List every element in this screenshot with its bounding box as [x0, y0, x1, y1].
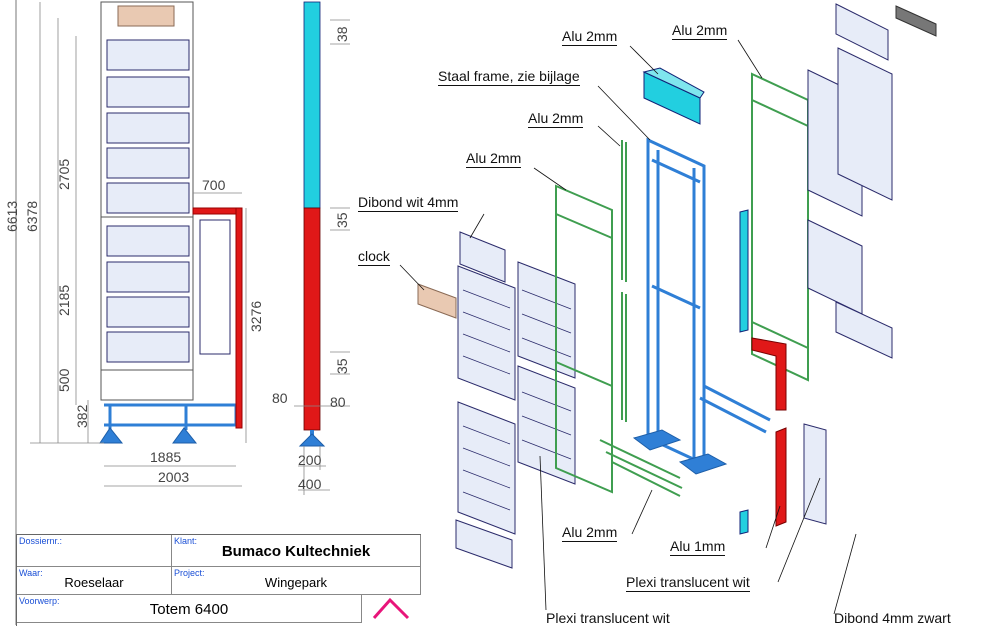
- callout-alu-2mm-top-cap: Alu 2mm: [562, 28, 618, 46]
- callout-alu-2mm-bars: Alu 2mm: [562, 524, 618, 542]
- dim-middle: 2185: [56, 284, 72, 316]
- lower-panels: [106, 225, 190, 363]
- tb-voorwerp-label: Voorwerp:: [19, 596, 60, 606]
- callout-dibond-zwart: Dibond 4mm zwart: [834, 610, 951, 626]
- upper-panels: [106, 39, 190, 214]
- dim-inner-width: 1885: [150, 449, 182, 465]
- dim-side-width: 700: [202, 177, 226, 193]
- tb-klant: Klant: Bumaco Kultechniek: [172, 535, 421, 567]
- callout-staal-frame: Staal frame, zie bijlage: [438, 68, 580, 86]
- company-logo: [372, 597, 410, 620]
- dim-upper: 2705: [56, 158, 72, 190]
- dim-base: 382: [74, 404, 90, 428]
- dim-height-2: 6378: [24, 200, 40, 232]
- clock-part: [417, 283, 457, 319]
- tb-project-label: Project:: [174, 568, 205, 578]
- front-dim-lines: [30, 2, 247, 487]
- callout-plexi-left: Plexi translucent wit: [546, 610, 670, 626]
- callout-clock: clock: [358, 248, 390, 266]
- tb-waar-value: Roeselaar: [64, 575, 124, 590]
- callout-alu-2mm-profile: Alu 2mm: [528, 110, 584, 128]
- side-frame: [192, 207, 243, 429]
- tb-voorwerp-value: Totem 6400: [149, 601, 229, 618]
- title-block: Dossiernr.: Klant: Bumaco Kultechniek Wa…: [16, 534, 421, 626]
- clock-plate: [117, 5, 175, 27]
- tb-dossier-label: Dossiernr.:: [19, 536, 63, 546]
- dim-side-right-80: 80: [330, 394, 346, 410]
- dim-side-low: 35: [334, 358, 350, 374]
- dim-side-top: 38: [334, 26, 350, 42]
- dim-foot-400: 400: [298, 476, 322, 492]
- front-view: [30, 1, 247, 487]
- dim-side-mid: 35: [334, 212, 350, 228]
- tb-waar-label: Waar:: [19, 568, 43, 578]
- dim-foot-200: 200: [298, 452, 322, 468]
- base-frame: [104, 403, 240, 430]
- callout-alu-2mm-left-frame: Alu 2mm: [466, 150, 522, 168]
- tb-klant-label: Klant:: [174, 536, 198, 546]
- dim-total-height: 6613: [4, 200, 20, 232]
- side-view: [294, 1, 350, 495]
- dim-lower: 500: [56, 368, 72, 392]
- tb-project: Project: Wingepark: [172, 567, 421, 595]
- callout-alu-2mm-right-frame: Alu 2mm: [672, 22, 728, 40]
- tb-dossier: Dossiernr.:: [17, 535, 172, 567]
- dim-side-left-80: 80: [272, 390, 288, 406]
- callout-plexi-right: Plexi translucent wit: [626, 574, 750, 592]
- tb-voorwerp: Voorwerp: Totem 6400: [17, 595, 362, 623]
- leader-lines: [399, 39, 857, 615]
- tb-klant-value: Bumaco Kultechniek: [221, 543, 371, 560]
- dim-side-height: 3276: [248, 300, 264, 332]
- callout-dibond-wit: Dibond wit 4mm: [358, 194, 459, 212]
- tb-waar: Waar: Roeselaar: [17, 567, 172, 595]
- dim-total-width: 2003: [158, 469, 190, 485]
- exploded-view: [399, 3, 937, 615]
- tb-project-value: Wingepark: [264, 575, 328, 590]
- callout-alu-1mm: Alu 1mm: [670, 538, 726, 556]
